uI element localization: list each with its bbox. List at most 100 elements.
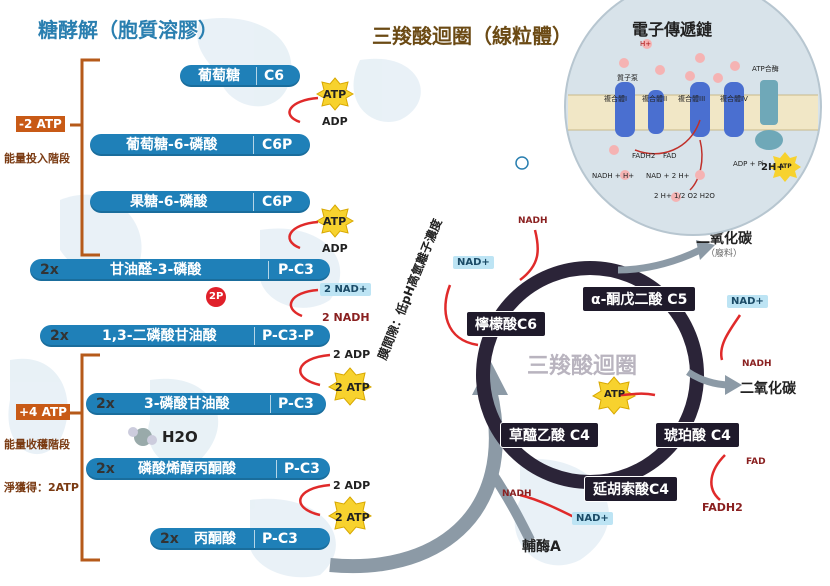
two-nadh-label: 2 NADH xyxy=(322,311,370,324)
krebs-atp-label: ATP xyxy=(604,389,626,400)
step-code: C6 xyxy=(264,68,285,84)
etc-title: 電子傳遞鏈 xyxy=(632,20,713,39)
complex-1-label: 複合體I xyxy=(604,95,628,103)
divider xyxy=(254,327,255,345)
atp-synthase-label: ATP合酶 xyxy=(752,65,779,73)
step-code: P-C3 xyxy=(284,461,320,477)
step-3pg: 2x 3-磷酸甘油酸 P-C3 xyxy=(86,393,326,415)
adp-label-1: ADP xyxy=(322,115,348,128)
etc-atp-label: ATP xyxy=(779,163,792,170)
fad-label: FAD xyxy=(746,457,766,467)
complex-3-label: 複合體III xyxy=(678,95,706,103)
step-pep: 2x 磷酸烯醇丙酮酸 P-C3 xyxy=(86,458,330,480)
krebs-title: 三羧酸迴圈（線粒體） xyxy=(372,24,572,48)
step-code: C6P xyxy=(262,194,293,210)
h-plus-1: H+ xyxy=(640,40,652,48)
divider xyxy=(253,136,254,154)
gain-phase-label: 能量收穫階段 xyxy=(4,438,70,451)
step-name: 葡萄糖-6-磷酸 xyxy=(126,137,218,153)
step-name: 甘油醛-3-磷酸 xyxy=(110,262,202,278)
two-p-label: 2P xyxy=(209,291,224,302)
step-name: 1,3-二磷酸甘油酸 xyxy=(102,328,217,344)
etc-nad-label: NAD + 2 H+ xyxy=(646,172,690,180)
divider xyxy=(268,261,269,279)
step-name: 葡萄糖 xyxy=(198,68,240,84)
etc-adp-label: ADP + Pi xyxy=(733,160,764,168)
step-name: 丙酮酸 xyxy=(194,531,236,547)
water-molecule xyxy=(128,427,157,446)
oxaloacetate-box: 草醯乙酸 C4 xyxy=(500,422,599,448)
co2-label-1: 二氧化碳 xyxy=(696,231,752,247)
atp-star-krebs xyxy=(591,376,637,415)
step-code: P-C3 xyxy=(278,396,314,412)
divider xyxy=(254,530,255,548)
step-g3p: 2x 甘油醛-3-磷酸 P-C3 xyxy=(30,259,330,281)
invest-atp-tag: -2 ATP xyxy=(16,116,65,132)
atp-label-1: ATP xyxy=(323,88,347,101)
etc-nadh-label: NADH + H+ xyxy=(592,172,635,180)
etc-fadh2-label: FADH2 xyxy=(632,152,656,160)
complex-2-label: 複合體II xyxy=(642,95,668,103)
divider xyxy=(256,67,257,85)
nadh-label-1: NADH xyxy=(518,216,548,226)
two-adp-label-2: 2 ADP xyxy=(333,479,371,492)
nadh-label-2: NADH xyxy=(742,359,772,369)
divider xyxy=(270,395,271,413)
step-name: 磷酸烯醇丙酮酸 xyxy=(138,461,236,477)
co2-waste-label: （廢料） xyxy=(706,249,743,259)
etc-2h-label: 2H+ xyxy=(761,162,785,173)
step-f6p: 果糖-6-磷酸 C6P xyxy=(90,191,310,213)
atp-star-4 xyxy=(327,496,373,535)
step-name: 3-磷酸甘油酸 xyxy=(144,396,230,412)
step-count: 2x xyxy=(96,396,115,412)
water-label: H2O xyxy=(162,428,198,446)
step-bpg: 2x 1,3-二磷酸甘油酸 P-C3-P xyxy=(40,325,330,347)
nad-plus-label-3: NAD+ xyxy=(572,512,613,525)
complex-4-label: 複合體IV xyxy=(720,95,748,103)
succinate-box: 琥珀酸 C4 xyxy=(655,422,740,448)
divider xyxy=(253,193,254,211)
two-nad-label: 2 NAD+ xyxy=(320,283,372,296)
step-glucose: 葡萄糖 C6 xyxy=(180,65,300,87)
co2-label-2: 二氧化碳 xyxy=(740,381,796,397)
step-name: 果糖-6-磷酸 xyxy=(130,194,208,210)
two-p-circle xyxy=(206,287,226,307)
etc-water-label: 2 H+ 1/2 O2 H2O xyxy=(654,192,715,200)
citrate-box: 檸檬酸C6 xyxy=(466,311,547,337)
nad-plus-label-2: NAD+ xyxy=(727,295,768,308)
etc-fad-label: FAD xyxy=(663,152,677,160)
akg-box: α-酮戊二酸 C5 xyxy=(582,286,697,312)
net-gain-label: 淨獲得：2ATP xyxy=(4,481,79,494)
atp-star-1 xyxy=(315,77,355,111)
two-atp-label-1: 2 ATP xyxy=(335,381,370,394)
coa-label: 輔酶A xyxy=(522,539,561,555)
atp-label-2: ATP xyxy=(323,215,347,228)
step-count: 2x xyxy=(40,262,59,278)
step-count: 2x xyxy=(160,531,179,547)
nad-plus-label-1: NAD+ xyxy=(453,256,494,269)
two-adp-label-1: 2 ADP xyxy=(333,348,371,361)
divider xyxy=(276,460,277,478)
fumarate-box: 延胡索酸C4 xyxy=(584,476,679,502)
step-count: 2x xyxy=(96,461,115,477)
step-code: P-C3 xyxy=(278,262,314,278)
step-pyruvate: 2x 丙酮酸 P-C3 xyxy=(150,528,330,550)
adp-label-2: ADP xyxy=(322,242,348,255)
step-code: P-C3 xyxy=(262,531,298,547)
step-code: C6P xyxy=(262,137,293,153)
step-code: P-C3-P xyxy=(262,328,314,344)
invest-phase-label: 能量投入階段 xyxy=(4,152,70,165)
gain-atp-tag: +4 ATP xyxy=(16,404,70,420)
proton-pump-label: 質子泵 xyxy=(617,74,638,82)
glycolysis-title: 糖酵解（胞質溶膠） xyxy=(38,18,218,42)
two-atp-label-2: 2 ATP xyxy=(335,511,370,524)
nadh-label-3: NADH xyxy=(502,489,532,499)
atp-star-3 xyxy=(327,367,373,406)
fadh2-label: FADH2 xyxy=(702,501,743,514)
step-g6p: 葡萄糖-6-磷酸 C6P xyxy=(90,134,310,156)
